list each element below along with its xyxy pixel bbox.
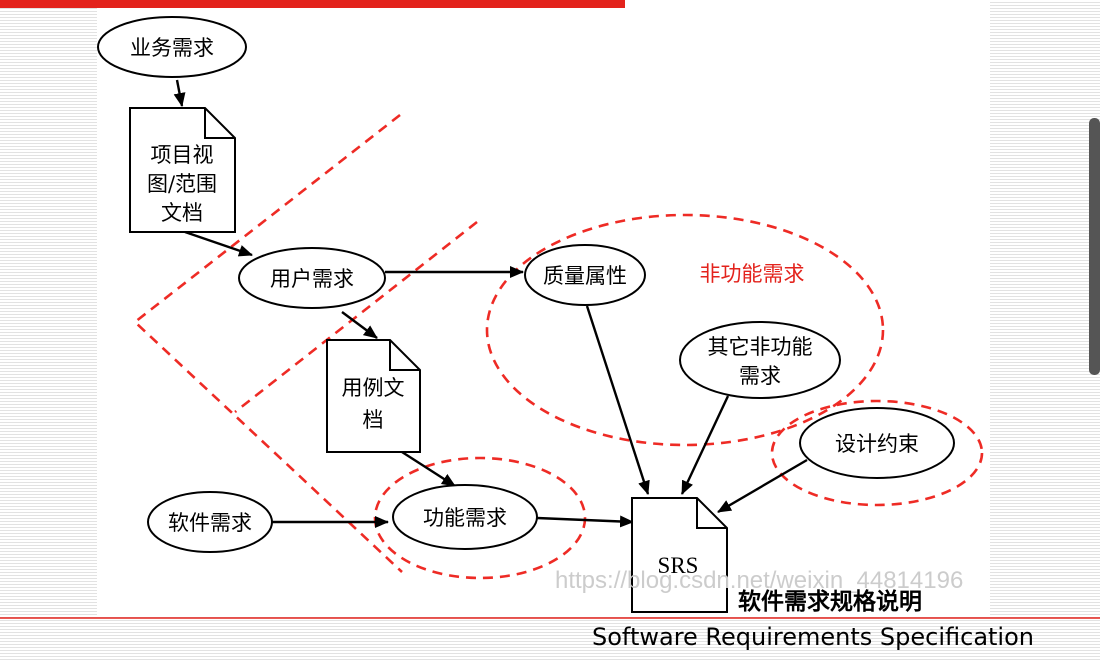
vision-scope-label-line-1: 项目视 [151, 143, 214, 167]
srs-label: SRS [658, 553, 699, 578]
vision-scope-label-line-3: 文档 [161, 201, 203, 225]
nonfunctional-group-outline [485, 213, 885, 447]
srs-document-fold [696, 498, 727, 529]
other-nonfunctional-label-line-2: 需求 [739, 364, 781, 388]
dashed-boundary-outer [133, 113, 403, 573]
other-nonfunctional-label-line-1: 其它非功能 [708, 335, 813, 359]
dashed-boundary-inner [234, 220, 478, 414]
software-requirements-node [147, 491, 273, 553]
arrow-other-nonfunctional-to-srs [680, 395, 730, 495]
arrow-functional-to-srs [536, 515, 634, 528]
scrollbar-thumb[interactable] [1089, 118, 1100, 375]
user-requirements-node [238, 247, 386, 309]
design-constraints-node [799, 407, 955, 479]
use-case-label-line-2: 档 [363, 408, 384, 432]
functional-requirements-label: 功能需求 [423, 506, 507, 530]
vision-scope-document-fold [204, 108, 235, 139]
vision-scope-label-line-2: 图/范围 [147, 172, 217, 196]
use-case-document-fold [389, 340, 420, 371]
watermark-url: https://blog.csdn.net/weixin_44814196 [555, 567, 963, 594]
arrow-constraints-to-srs [717, 458, 808, 514]
use-case-label-line-1: 用例文 [342, 376, 405, 400]
quality-attributes-label: 质量属性 [543, 264, 627, 288]
other-nonfunctional-node [679, 321, 841, 399]
functional-requirements-node [392, 484, 538, 550]
arrow-vision-to-user [184, 230, 253, 257]
arrow-usecase-to-functional [401, 450, 456, 488]
nonfunctional-requirements-label: 非功能需求 [700, 262, 805, 286]
arrow-business-to-vision [173, 79, 186, 107]
srs-document-node [631, 497, 728, 613]
business-requirements-node [97, 16, 247, 78]
user-requirements-label: 用户需求 [270, 267, 354, 291]
software-requirements-label: 软件需求 [168, 511, 252, 535]
business-requirements-label: 业务需求 [130, 36, 214, 60]
design-constraints-group-outline [770, 399, 984, 507]
srs-english-caption: Software Requirements Specification [592, 623, 1034, 651]
design-constraints-label: 设计约束 [835, 432, 919, 456]
srs-chinese-caption: 软件需求规格说明 [738, 588, 922, 615]
quality-attributes-node [524, 244, 646, 306]
use-case-document-node [326, 339, 421, 453]
arrow-user-to-usecase [341, 311, 378, 339]
arrow-quality-to-srs [585, 305, 650, 495]
top-accent-bar [0, 0, 625, 8]
